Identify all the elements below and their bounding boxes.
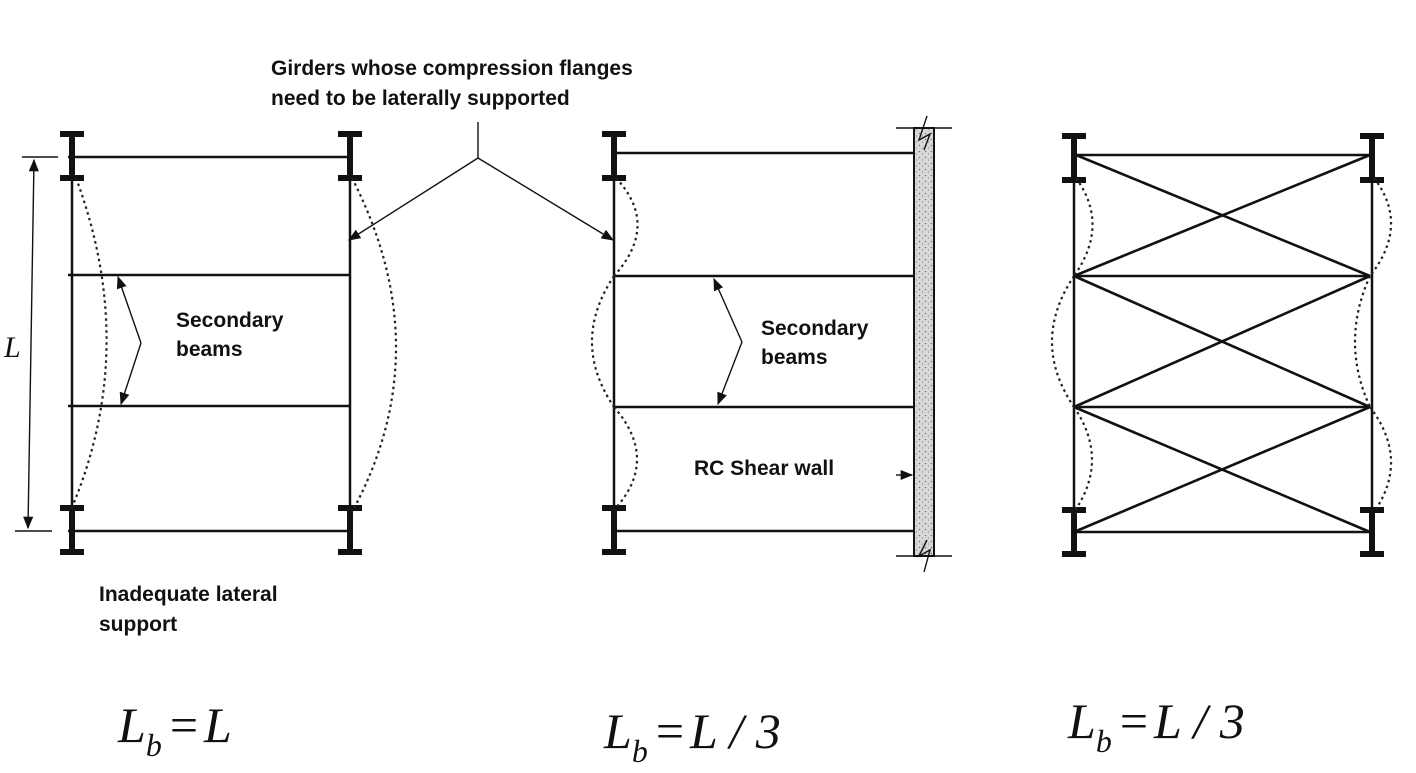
formula-sub: b bbox=[146, 727, 162, 763]
i-section-icon bbox=[1360, 507, 1384, 557]
formula-equals: = bbox=[170, 697, 198, 753]
x-bracing bbox=[1073, 153, 1371, 534]
secondary-beams-label-2: beams bbox=[176, 338, 243, 361]
leader-sb-top bbox=[116, 275, 142, 344]
brace bbox=[1073, 274, 1371, 409]
buckled-shape-left-3 bbox=[1073, 406, 1093, 513]
caption-line-2: support bbox=[99, 613, 177, 636]
girder-left bbox=[60, 131, 84, 555]
brace bbox=[1073, 405, 1371, 534]
formula-panel-1: Lb=L bbox=[117, 697, 232, 763]
secondary-beams-label-2: beams bbox=[761, 346, 828, 369]
formula-panel-2: Lb=L / 3 bbox=[603, 703, 781, 769]
girder-right bbox=[338, 131, 362, 555]
buckled-shape-right-3 bbox=[1369, 406, 1393, 513]
formula-panel-3: Lb=L / 3 bbox=[1067, 693, 1245, 759]
secondary-beams-label-1: Secondary bbox=[176, 309, 284, 332]
formula-rhs: L bbox=[203, 697, 232, 753]
formula-lhs: L bbox=[117, 697, 146, 753]
buckled-shape-left-1 bbox=[1073, 177, 1094, 277]
caption-line-1: Inadequate lateral bbox=[99, 583, 278, 606]
buckled-shape-1 bbox=[613, 177, 639, 277]
formula-rhs: L / 3 bbox=[689, 703, 781, 759]
panel-shear-wall: Secondary beams RC Shear wall Lb=L / 3 bbox=[591, 115, 952, 769]
girder-right bbox=[1360, 133, 1384, 557]
shear-wall-label: RC Shear wall bbox=[694, 457, 834, 480]
i-section-icon bbox=[1360, 133, 1384, 183]
leader-sb-bottom bbox=[119, 342, 142, 406]
panel-x-braced: Lb=L / 3 bbox=[1051, 133, 1393, 759]
callout-line-2: need to be laterally supported bbox=[271, 87, 570, 110]
shear-wall-body bbox=[913, 127, 935, 557]
leader-sb-top bbox=[713, 277, 743, 343]
callout-line-1: Girders whose compression flanges bbox=[271, 57, 633, 80]
dimension-label-L: L bbox=[3, 331, 21, 364]
buckled-shape-3 bbox=[613, 406, 639, 511]
formula-lhs: L bbox=[603, 703, 632, 759]
formula-rhs: L / 3 bbox=[1153, 693, 1245, 749]
formula-equals: = bbox=[656, 703, 684, 759]
buckled-shape-left bbox=[68, 177, 108, 513]
i-section-icon bbox=[602, 131, 626, 181]
callout-arrow-right bbox=[477, 157, 615, 241]
girder-left bbox=[602, 131, 626, 555]
formula-sub: b bbox=[1096, 723, 1112, 759]
callout-arrow-left bbox=[347, 157, 479, 241]
buckled-shape-2 bbox=[591, 275, 615, 408]
formula-sub: b bbox=[632, 733, 648, 769]
i-section-icon bbox=[1062, 133, 1086, 183]
leader-sb-bottom bbox=[717, 341, 743, 406]
secondary-beams-label-1: Secondary bbox=[761, 317, 869, 340]
rc-shear-wall bbox=[896, 115, 952, 573]
dimension-L: L bbox=[3, 156, 58, 532]
buckled-shape-right bbox=[351, 177, 398, 513]
callout-leaders bbox=[347, 122, 615, 241]
buckled-shape-right-2 bbox=[1353, 275, 1372, 408]
formula-lhs: L bbox=[1067, 693, 1096, 749]
girder-left bbox=[1062, 133, 1086, 557]
formula-equals: = bbox=[1120, 693, 1148, 749]
brace bbox=[1073, 153, 1371, 278]
break-symbol-top bbox=[917, 115, 932, 151]
panel-inadequate-support: L Secondary beams Inadequate lateral sup… bbox=[3, 131, 398, 763]
buckled-shape-left-2 bbox=[1051, 275, 1075, 408]
break-symbol-bottom bbox=[917, 539, 932, 573]
